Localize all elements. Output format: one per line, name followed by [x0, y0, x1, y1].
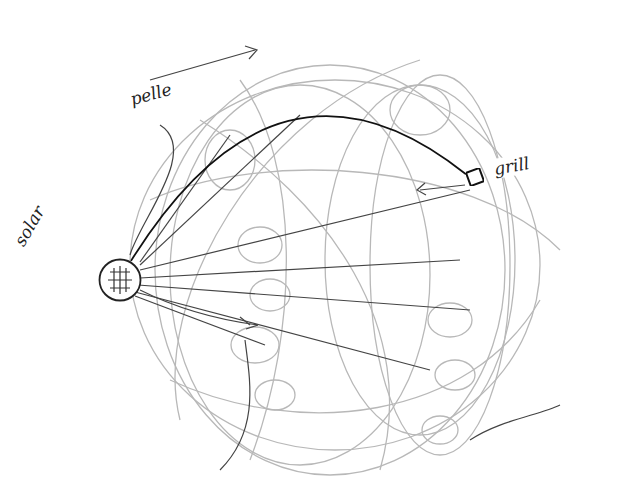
node-label: solar [9, 201, 50, 251]
handwritten-label: pelle [126, 78, 176, 109]
square-node: grill [466, 168, 484, 186]
node-outline [466, 168, 484, 186]
circle-node: solar [98, 258, 142, 302]
node-outline [98, 258, 142, 302]
arc-connector [131, 116, 466, 261]
